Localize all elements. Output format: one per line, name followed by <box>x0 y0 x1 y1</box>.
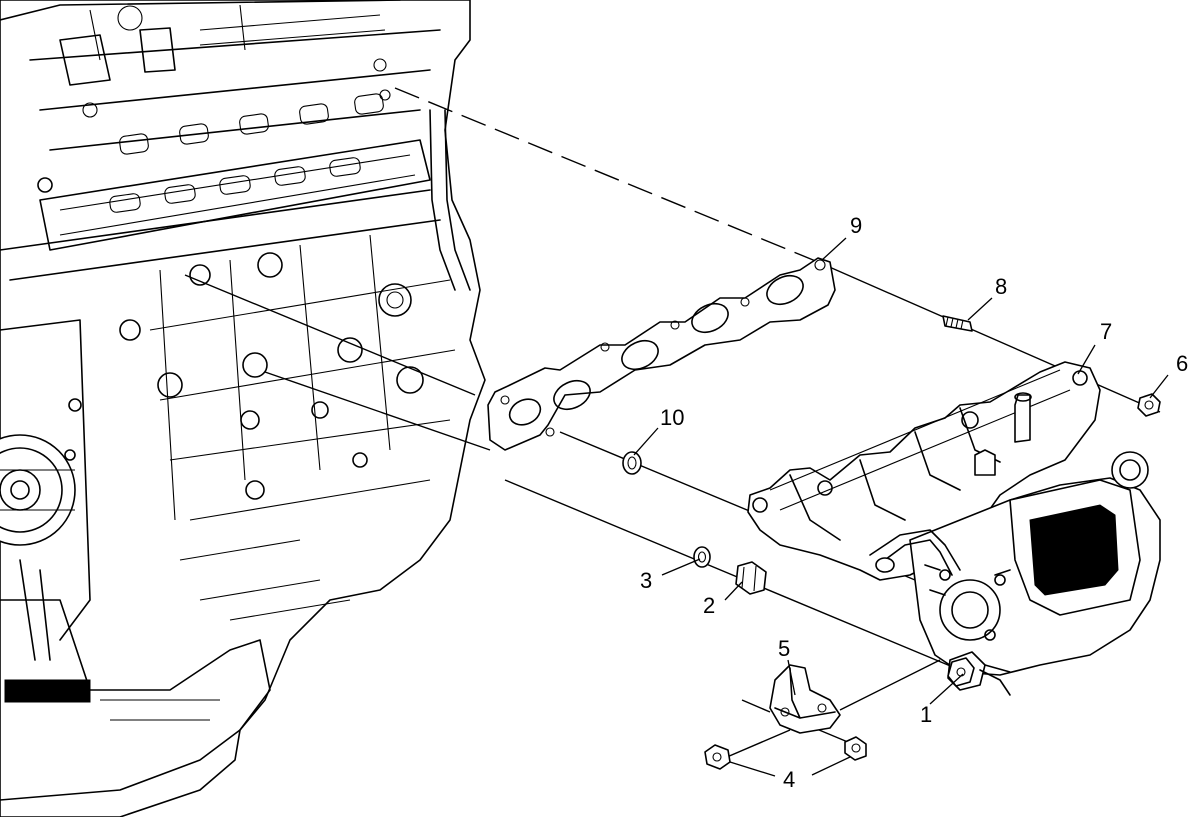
exhaust-manifold-turbocharger <box>747 361 1161 696</box>
bracket-bolt-left <box>704 744 731 770</box>
engine-block <box>0 0 486 817</box>
head-port-row <box>109 93 384 213</box>
crank-pulley <box>0 434 76 546</box>
turbo-support-bracket <box>769 664 841 734</box>
callout-labels: 1 2 3 4 5 6 7 8 9 10 <box>640 213 1188 792</box>
manifold-washer <box>622 451 642 475</box>
bracket-bolt-right <box>844 736 867 761</box>
exhaust-manifold-gasket <box>487 257 836 451</box>
manifold-nut <box>1137 393 1161 417</box>
callout-5: 5 <box>778 636 790 661</box>
callout-2: 2 <box>703 593 715 618</box>
callout-4: 4 <box>783 767 795 792</box>
callout-1: 1 <box>920 702 932 727</box>
callout-6: 6 <box>1176 351 1188 376</box>
callout-9: 9 <box>850 213 862 238</box>
manifold-stud <box>942 315 973 332</box>
callout-leaders <box>633 237 1169 777</box>
callout-7: 7 <box>1100 319 1112 344</box>
callout-8: 8 <box>995 274 1007 299</box>
turbo-washer <box>693 546 711 568</box>
callout-10: 10 <box>660 405 684 430</box>
turbo-spacer <box>735 561 767 595</box>
callout-3: 3 <box>640 568 652 593</box>
turbo-nut <box>947 657 975 687</box>
